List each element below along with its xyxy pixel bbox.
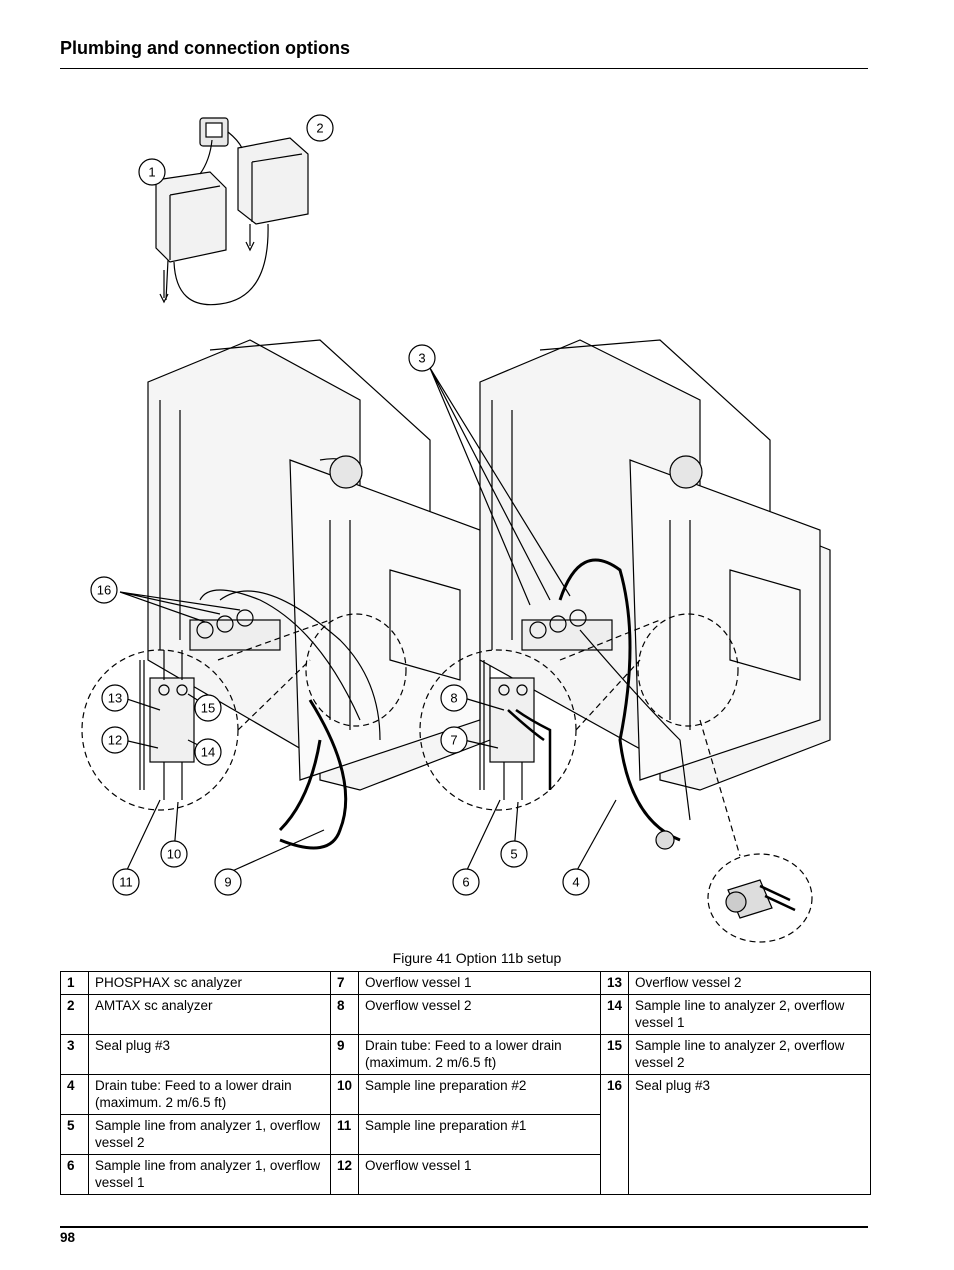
legend-number: 7 xyxy=(330,971,359,995)
callout-label: 11 xyxy=(119,875,133,890)
callout-label: 10 xyxy=(167,847,181,862)
technical-illustration: 1 2 3 16 13 12 15 14 8 7 11 10 9 6 5 4 xyxy=(81,114,831,943)
table-row: 3 Seal plug #3 9 Drain tube: Feed to a l… xyxy=(60,1034,871,1075)
legend-description: Overflow vessel 2 xyxy=(358,994,601,1035)
legend-number: 15 xyxy=(600,1034,629,1075)
legend-number: 5 xyxy=(60,1114,89,1155)
legend-description: AMTAX sc analyzer xyxy=(88,994,331,1035)
table-row: 6 Sample line from analyzer 1, overflow … xyxy=(60,1154,871,1195)
footer-divider xyxy=(60,1226,868,1228)
overflow-vessel-details xyxy=(139,650,552,800)
legend-number: 3 xyxy=(60,1034,89,1075)
callout-label: 15 xyxy=(201,701,215,716)
figure-caption: Figure 41 Option 11b setup xyxy=(392,950,562,966)
page-title: Plumbing and connection options xyxy=(60,38,350,58)
drain-tube-9 xyxy=(279,699,348,850)
legend-number: 16 xyxy=(600,1074,629,1195)
fitting-detail xyxy=(725,879,796,919)
legend-number: 6 xyxy=(60,1154,89,1195)
callout-label: 12 xyxy=(108,733,122,748)
callout-label: 6 xyxy=(462,875,469,890)
page-number: 98 xyxy=(60,1230,76,1245)
callout-label: 14 xyxy=(201,745,215,760)
callout-label: 5 xyxy=(510,847,517,862)
header-divider xyxy=(60,68,868,69)
legend-description: Drain tube: Feed to a lower drain (maxim… xyxy=(358,1034,601,1075)
legend-description: Seal plug #3 xyxy=(628,1074,871,1195)
legend-table: 1 PHOSPHAX sc analyzer 7 Overflow vessel… xyxy=(60,971,871,1195)
legend-number: 12 xyxy=(330,1154,359,1195)
callout-label: 7 xyxy=(450,733,457,748)
callout-labels: 1 2 3 16 13 12 15 14 8 7 11 10 9 6 5 4 xyxy=(97,121,580,890)
detail-circles xyxy=(81,613,813,943)
legend-number: 10 xyxy=(330,1074,359,1115)
legend-number: 1 xyxy=(60,971,89,995)
legend-description: Sample line from analyzer 1, overflow ve… xyxy=(88,1154,331,1195)
legend-number: 4 xyxy=(60,1074,89,1115)
table-row: 4 Drain tube: Feed to a lower drain (max… xyxy=(60,1074,871,1195)
legend-description: Seal plug #3 xyxy=(88,1034,331,1075)
legend-number: 14 xyxy=(600,994,629,1035)
callout-label: 16 xyxy=(97,583,111,598)
legend-description: Sample line to analyzer 2, overflow vess… xyxy=(628,1034,871,1075)
legend-description: Sample line from analyzer 1, overflow ve… xyxy=(88,1114,331,1155)
legend-description: Overflow vessel 1 xyxy=(358,971,601,995)
callout-label: 9 xyxy=(224,875,231,890)
legend-description: Overflow vessel 2 xyxy=(628,971,871,995)
callout-markers xyxy=(90,114,590,896)
table-row: 5 Sample line from analyzer 1, overflow … xyxy=(60,1114,871,1155)
callout-label: 8 xyxy=(450,691,457,706)
legend-description: PHOSPHAX sc analyzer xyxy=(88,971,331,995)
legend-description: Sample line to analyzer 2, overflow vess… xyxy=(628,994,871,1035)
callout-label: 3 xyxy=(418,351,425,366)
callout-label: 13 xyxy=(108,691,122,706)
right-analyzer xyxy=(479,339,831,850)
figure-option-11b-setup: 1 2 3 16 13 12 15 14 8 7 11 10 9 6 5 4 xyxy=(60,100,868,950)
callout-label: 1 xyxy=(148,165,155,180)
legend-description: Sample line preparation #1 xyxy=(358,1114,601,1155)
legend-number: 13 xyxy=(600,971,629,995)
table-row: 2 AMTAX sc analyzer 8 Overflow vessel 2 … xyxy=(60,994,871,1035)
legend-description: Drain tube: Feed to a lower drain (maxim… xyxy=(88,1074,331,1115)
callout-label: 2 xyxy=(316,121,323,136)
legend-number: 9 xyxy=(330,1034,359,1075)
table-row: 1 PHOSPHAX sc analyzer 7 Overflow vessel… xyxy=(60,971,871,995)
callout-label: 4 xyxy=(572,875,579,890)
legend-number: 11 xyxy=(330,1114,359,1155)
legend-number: 8 xyxy=(330,994,359,1035)
overview-analyzers xyxy=(155,117,309,306)
legend-number: 2 xyxy=(60,994,89,1035)
legend-description: Overflow vessel 1 xyxy=(358,1154,601,1195)
legend-description: Sample line preparation #2 xyxy=(358,1074,601,1115)
left-analyzer xyxy=(147,339,491,832)
